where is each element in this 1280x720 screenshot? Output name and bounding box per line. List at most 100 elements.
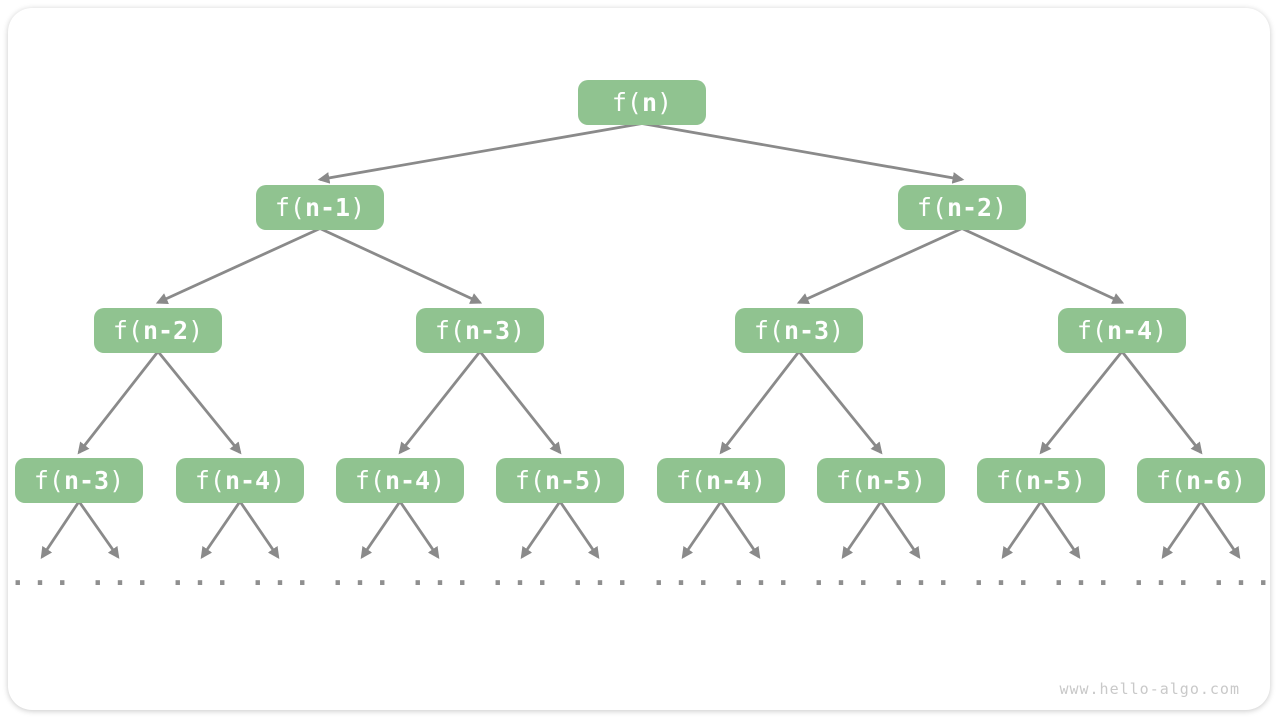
ellipsis-leaf: ... <box>1210 561 1278 592</box>
ellipsis-leaf: ... <box>329 561 397 592</box>
node-label-part: f( <box>354 465 385 495</box>
edge-a2-to-b4 <box>961 227 1125 304</box>
watermark: www.hello-algo.com <box>1059 680 1240 698</box>
node-label-part: ) <box>829 315 845 345</box>
node-label-part: ) <box>911 465 927 495</box>
node-label-part: ) <box>1071 465 1087 495</box>
edge-c4-to-leaf-7 <box>558 500 600 559</box>
node-label-part: f( <box>514 465 545 495</box>
tree-node-c1-f(n-3): f(n-3) <box>15 457 143 503</box>
tree-node-c3-f(n-4): f(n-4) <box>336 457 464 503</box>
edge-c8-to-leaf-14 <box>1161 500 1203 559</box>
ellipsis-leaf: ... <box>970 561 1038 592</box>
tree-node-root-f(n): f(n) <box>578 79 706 125</box>
node-label-part: n-4 <box>1106 315 1153 345</box>
node-label-part: ) <box>992 192 1008 222</box>
ellipsis-leaf: ... <box>730 561 798 592</box>
tree-node-c7-f(n-5): f(n-5) <box>977 457 1105 503</box>
edge-c7-to-leaf-13 <box>1039 500 1081 559</box>
tree-node-b1-f(n-2): f(n-2) <box>94 307 222 353</box>
node-label-part: ) <box>430 465 446 495</box>
node-label-part: ) <box>510 315 526 345</box>
edge-c6-to-leaf-10 <box>841 500 883 559</box>
node-label-part: ) <box>1231 465 1247 495</box>
edge-c7-to-leaf-12 <box>1001 500 1043 559</box>
node-label-part: f( <box>194 465 225 495</box>
edge-b1-to-c1 <box>77 350 160 455</box>
node-label-part: n-5 <box>865 465 912 495</box>
edge-c1-to-leaf-1 <box>77 500 120 559</box>
tree-node-c2-f(n-4): f(n-4) <box>176 457 304 503</box>
edge-b4-to-c7 <box>1039 350 1124 455</box>
edge-group <box>40 122 1241 559</box>
node-label-part: f( <box>611 87 642 117</box>
tree-node-b2-f(n-3): f(n-3) <box>416 307 544 353</box>
node-label-part: n-2 <box>142 315 189 345</box>
node-label-part: ) <box>270 465 286 495</box>
ellipsis-leaf: ... <box>89 561 157 592</box>
edge-c3-to-leaf-5 <box>398 500 440 559</box>
node-label-part: n-4 <box>384 465 431 495</box>
node-label-part: f( <box>995 465 1026 495</box>
ellipsis-leaf: ... <box>1050 561 1118 592</box>
tree-node-c8-f(n-6): f(n-6) <box>1137 457 1265 503</box>
edge-c4-to-leaf-6 <box>520 500 562 559</box>
node-label-part: f( <box>835 465 866 495</box>
edge-c5-to-leaf-9 <box>719 500 761 559</box>
node-label-part: f( <box>916 192 947 222</box>
edge-c2-to-leaf-2 <box>200 500 242 559</box>
edge-c5-to-leaf-8 <box>681 500 723 559</box>
ellipsis-leaf: ... <box>810 561 878 592</box>
node-label-part: n-3 <box>464 315 511 345</box>
node-label-part: ) <box>590 465 606 495</box>
tree-node-a2-f(n-2): f(n-2) <box>898 184 1026 230</box>
node-label-part: f( <box>675 465 706 495</box>
node-label-part: f( <box>753 315 784 345</box>
tree-node-b4-f(n-4): f(n-4) <box>1058 307 1186 353</box>
ellipsis-leaf: ... <box>9 561 77 592</box>
node-label-part: ) <box>188 315 204 345</box>
node-label-part: n-5 <box>1025 465 1072 495</box>
tree-node-c5-f(n-4): f(n-4) <box>657 457 785 503</box>
ellipsis-leaf: ... <box>890 561 958 592</box>
edge-a2-to-b3 <box>796 227 963 304</box>
edge-b2-to-c3 <box>398 350 482 455</box>
edge-a1-to-b2 <box>319 227 483 304</box>
node-label-part: n-2 <box>946 192 993 222</box>
ellipsis-leaf: ... <box>169 561 237 592</box>
node-label-part: n-1 <box>304 192 351 222</box>
node-label-part: n <box>641 87 658 117</box>
node-label-part: f( <box>33 465 64 495</box>
ellipsis-leaf: ... <box>409 561 477 592</box>
tree-node-a1-f(n-1): f(n-1) <box>256 184 384 230</box>
node-label-part: ) <box>350 192 366 222</box>
edge-root-to-a1 <box>317 122 643 184</box>
node-label-part: n-4 <box>224 465 271 495</box>
node-label-part: f( <box>434 315 465 345</box>
node-label-part: ) <box>751 465 767 495</box>
tree-node-c4-f(n-5): f(n-5) <box>496 457 624 503</box>
ellipsis-leaf: ... <box>650 561 718 592</box>
ellipsis-leaf: ... <box>249 561 317 592</box>
ellipsis-leaf: ... <box>489 561 557 592</box>
edge-c2-to-leaf-3 <box>238 500 280 559</box>
edge-c8-to-leaf-15 <box>1199 500 1241 559</box>
node-label-part: n-4 <box>705 465 752 495</box>
edge-b4-to-c8 <box>1120 350 1203 455</box>
ellipsis-leaf: ... <box>569 561 637 592</box>
node-label-part: n-3 <box>783 315 830 345</box>
edge-b3-to-c5 <box>719 350 801 455</box>
tree-node-b3-f(n-3): f(n-3) <box>735 307 863 353</box>
node-label-part: n-3 <box>63 465 110 495</box>
tree-node-c6-f(n-5): f(n-5) <box>817 457 945 503</box>
node-label-part: f( <box>112 315 143 345</box>
node-label-part: n-5 <box>544 465 591 495</box>
edge-root-to-a2 <box>641 122 965 184</box>
ellipsis-leaf: ... <box>1130 561 1198 592</box>
edge-b1-to-c2 <box>156 350 242 455</box>
node-label-part: ) <box>1152 315 1168 345</box>
node-label-part: f( <box>274 192 305 222</box>
node-label-part: f( <box>1155 465 1186 495</box>
edge-c3-to-leaf-4 <box>360 500 402 559</box>
